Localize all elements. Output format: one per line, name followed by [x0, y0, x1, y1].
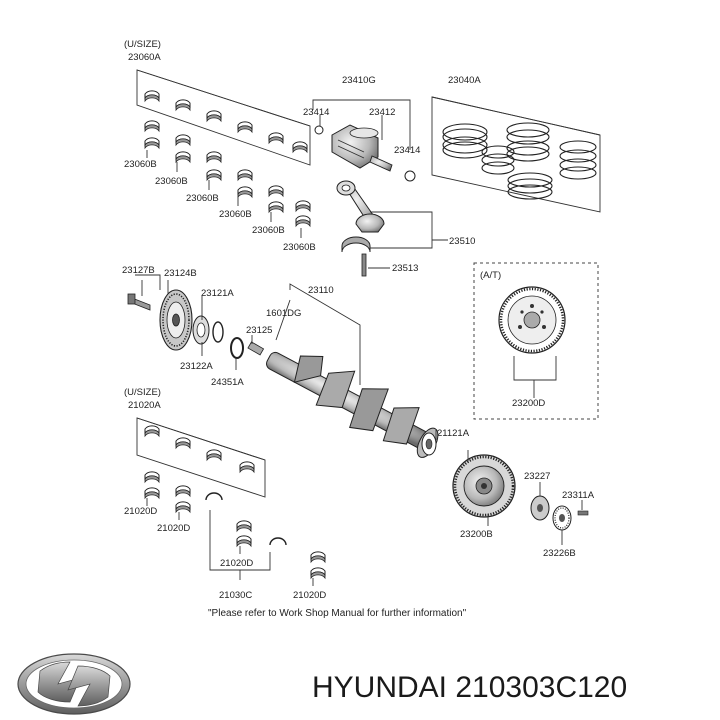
label-21121A: 21121A: [437, 428, 470, 439]
main-bearing-shells-upper: [144, 90, 311, 227]
label-23124B: 23124B: [164, 268, 197, 279]
label-23060B-1: 23060B: [124, 159, 157, 170]
lower-bearing-group: [136, 417, 326, 586]
part-number-labels: (U/SIZE) 23060A 23060B 23060B 23060B 230…: [122, 39, 595, 601]
label-usize-top: (U/SIZE): [124, 39, 161, 50]
label-23127B: 23127B: [122, 265, 155, 276]
piston-assembly: [312, 99, 416, 182]
label-23200B: 23200B: [460, 529, 493, 540]
label-21020D-4: 21020D: [293, 590, 326, 601]
label-21020D-3: 21020D: [220, 558, 253, 569]
label-at: (A/T): [480, 270, 501, 281]
label-23122A: 23122A: [180, 361, 213, 372]
label-23060B-2: 23060B: [155, 176, 188, 187]
label-23121A: 23121A: [201, 288, 234, 299]
label-23412: 23412: [369, 107, 395, 118]
hyundai-logo: [17, 653, 131, 715]
label-23040A: 23040A: [448, 75, 481, 86]
piston-pin: [369, 155, 393, 172]
label-23200D: 23200D: [512, 398, 545, 409]
label-23510: 23510: [449, 236, 475, 247]
piston-ring-set: [431, 96, 601, 213]
upper-bearing-group: [136, 69, 311, 238]
label-23060B-6: 23060B: [283, 242, 316, 253]
label-23060B-4: 23060B: [219, 209, 252, 220]
connecting-rod: [336, 180, 448, 277]
label-21020A: 21020A: [128, 400, 161, 411]
label-1601DG: 1601DG: [266, 308, 301, 319]
label-23060B-3: 23060B: [186, 193, 219, 204]
front-pulley-group: [127, 274, 244, 370]
label-24351A: 24351A: [211, 377, 244, 388]
label-23414-b: 23414: [394, 145, 420, 156]
label-21020D-1: 21020D: [124, 506, 157, 517]
label-23226B: 23226B: [543, 548, 576, 559]
label-23125: 23125: [246, 325, 272, 336]
label-23513: 23513: [392, 263, 418, 274]
label-23414-a: 23414: [303, 107, 329, 118]
label-23110: 23110: [308, 285, 334, 296]
drive-plate-at: [473, 262, 599, 420]
label-usize-bottom: (U/SIZE): [124, 387, 161, 398]
workshop-note: "Please refer to Work Shop Manual for fu…: [208, 608, 467, 619]
label-23060A: 23060A: [128, 52, 161, 63]
label-23227: 23227: [524, 471, 550, 482]
label-23311A: 23311A: [562, 490, 595, 501]
label-21030C: 21030C: [219, 590, 252, 601]
label-23060B-5: 23060B: [252, 225, 285, 236]
crankshaft: [247, 283, 439, 458]
label-21020D-2: 21020D: [157, 523, 190, 534]
label-23410G: 23410G: [342, 75, 376, 86]
flywheel: [452, 450, 589, 545]
brand-part-number: HYUNDAI 210303C120: [312, 671, 627, 704]
piston: [331, 124, 379, 169]
